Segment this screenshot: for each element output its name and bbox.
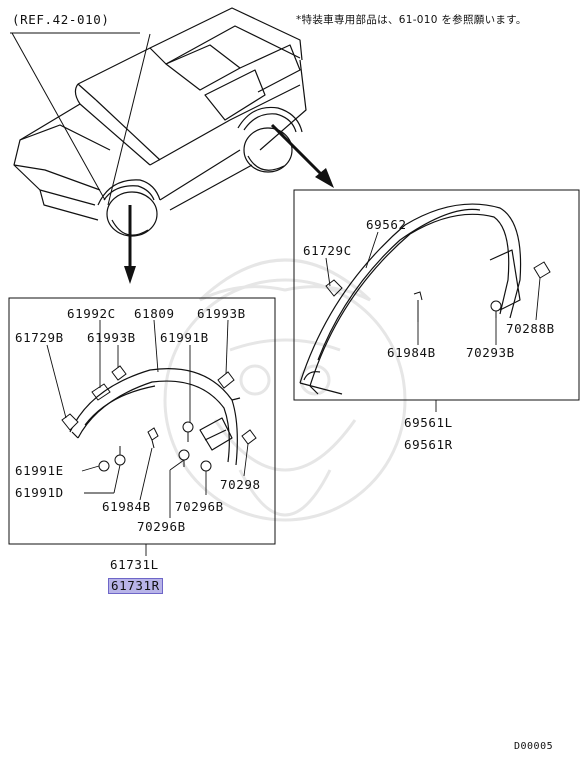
ref-pointer-lines xyxy=(10,32,151,206)
part-label-61993B[interactable]: 61993B xyxy=(87,330,136,345)
watermark-crest xyxy=(163,258,407,522)
part-label-61984B[interactable]: 61984B xyxy=(102,499,151,514)
right-small-parts xyxy=(325,261,551,322)
rear-fender-flare xyxy=(299,203,522,395)
ref-label[interactable]: (REF.42-010) xyxy=(12,12,110,27)
assembly-leader-lines xyxy=(145,400,437,556)
part-label-61984B-rear[interactable]: 61984B xyxy=(387,345,436,360)
front-fender-flare xyxy=(69,368,241,466)
part-label-70298[interactable]: 70298 xyxy=(220,477,261,492)
assembly-label-69561L[interactable]: 69561L xyxy=(404,415,453,430)
diagram-code: D00005 xyxy=(514,741,554,752)
left-detail-frame xyxy=(8,297,276,545)
part-label-61729C[interactable]: 61729C xyxy=(303,243,352,258)
part-label-61991D[interactable]: 61991D xyxy=(15,485,64,500)
right-leader-lines xyxy=(325,231,541,345)
assembly-label-69561R[interactable]: 69561R xyxy=(404,437,453,452)
part-label-61991B[interactable]: 61991B xyxy=(160,330,209,345)
special-vehicle-note: *特装車専用部品は、61-010 を参照願います。 xyxy=(296,14,527,26)
part-label-70288B[interactable]: 70288B xyxy=(506,321,555,336)
part-label-70296B-bottom[interactable]: 70296B xyxy=(137,519,186,534)
part-label-61992C[interactable]: 61992C xyxy=(67,306,116,321)
vehicle-outline xyxy=(13,7,307,237)
detail-arrows xyxy=(124,123,334,284)
right-detail-frame xyxy=(293,189,580,401)
part-label-70293B[interactable]: 70293B xyxy=(466,345,515,360)
part-label-61729B[interactable]: 61729B xyxy=(15,330,64,345)
part-label-61993B-top[interactable]: 61993B xyxy=(197,306,246,321)
part-label-61809[interactable]: 61809 xyxy=(134,306,175,321)
assembly-label-61731L[interactable]: 61731L xyxy=(110,557,159,572)
part-label-61991E[interactable]: 61991E xyxy=(15,463,64,478)
assembly-label-61731R[interactable]: 61731R xyxy=(108,578,163,594)
left-leader-lines xyxy=(46,319,249,518)
part-label-69562[interactable]: 69562 xyxy=(366,217,407,232)
part-label-70296B-right[interactable]: 70296B xyxy=(175,499,224,514)
